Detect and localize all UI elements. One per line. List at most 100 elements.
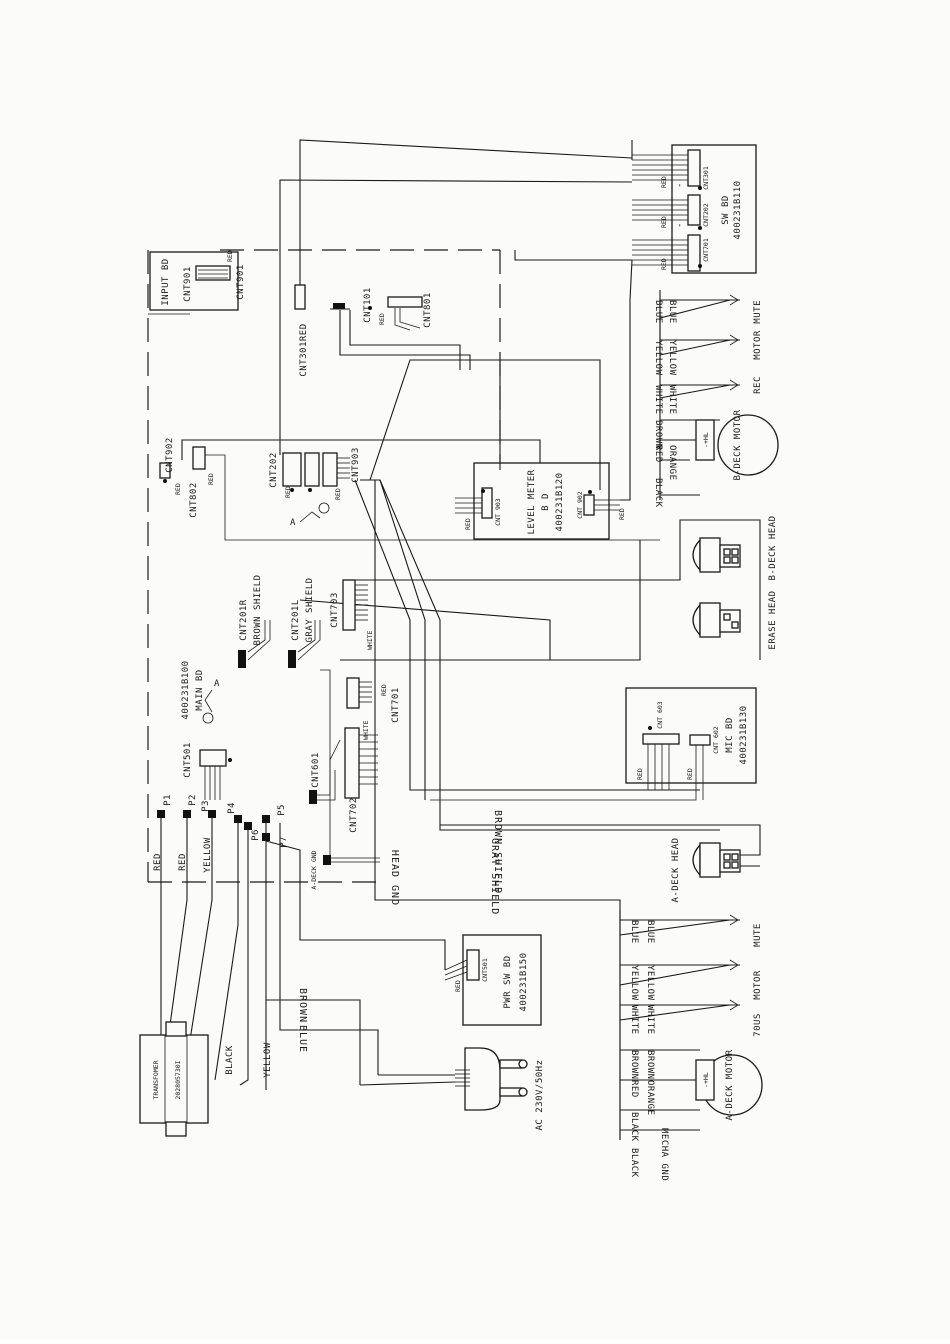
cnt801-label: CNT801: [423, 292, 433, 328]
pwr-cnt501: CNT501: [481, 958, 489, 982]
bdeck-black: BLACK: [653, 478, 663, 508]
tap-p4: P4: [227, 802, 237, 814]
b-deck-head-label: B-DECK HEAD: [768, 515, 778, 580]
sw-dash-2: -: [675, 222, 685, 228]
adeck-red: RED: [629, 1080, 639, 1098]
cnt701-red: RED: [380, 684, 388, 696]
marker-a-1: A: [290, 518, 296, 528]
a-deck-head-label: A-DECK HEAD: [671, 837, 681, 902]
sw-board-part: 400231B110: [733, 180, 743, 239]
bdeck-brown: BROWN: [653, 420, 663, 450]
middle-connectors: CNT902 RED CNT802 RED CNT202 RED RED CNT…: [159, 437, 660, 541]
tx-black: BLACK: [225, 1045, 235, 1075]
main-cnt901-label: CNT901: [236, 264, 246, 300]
input-board: INPUT BD CNT901 CNT901 RED: [149, 250, 246, 311]
bdeck-yellow-1: YELLOW: [653, 340, 663, 376]
adeck-black-2: BLACK: [629, 1148, 639, 1178]
adeck-orange: ORANGE: [645, 1080, 655, 1116]
head-gnd-label: HEAD GND: [389, 850, 400, 906]
erase-head: ERASE HEAD: [692, 590, 778, 650]
bdeck-mute-label: MUTE: [753, 300, 763, 324]
adeck-yellow-1: YELLOW: [629, 965, 639, 1001]
ac-power-label: AC 230V/50Hz: [535, 1059, 545, 1130]
cnt802-red: RED: [207, 473, 215, 485]
cnt101-label: CNT101: [363, 287, 373, 323]
brown-shield-run: BROWN SHIELD: [492, 810, 503, 894]
shield-runs: BROWN SHIELD GRAY SHIELD: [489, 810, 503, 915]
sw-red-1: RED: [660, 176, 668, 188]
bdeck-motor-label: MOTOR: [753, 330, 763, 360]
bdeck-rec-label: REC: [753, 376, 763, 394]
mic-cnt602: CNT 602: [712, 726, 720, 753]
cnt701-label: CNT701: [391, 687, 401, 723]
bdeck-blue-1: BLUE: [653, 300, 663, 324]
adeck-white-2: WHITE: [645, 1005, 655, 1035]
mic-red-2: RED: [686, 768, 694, 780]
bdeck-orange: ORANGE: [667, 445, 677, 481]
bdeck-red: RED: [653, 445, 663, 463]
cnt702-label: CNT702: [349, 797, 359, 833]
bdeck-hl: -+HL: [702, 432, 710, 448]
tap-p6: P6: [251, 829, 261, 841]
adeck-brown-1: BROWN: [629, 1050, 639, 1080]
tap-yellow: YELLOW: [203, 837, 213, 873]
transformer-part: 202805730I: [174, 1060, 182, 1099]
transformer: TRANSFOMER 202805730I BLACK YELLOW BROWN…: [139, 988, 308, 1137]
tx-brown: BROWN: [297, 988, 308, 1023]
cnt202-label: CNT202: [269, 452, 279, 488]
main-harness: [299, 259, 761, 1140]
mecha-gnd-label: MECHA GND: [659, 1128, 669, 1181]
pwr-red: RED: [454, 980, 462, 992]
mic-red-1: RED: [636, 768, 644, 780]
transformer-taps: P1 P2 P3 P4 P5 P6 P7 RED RED YELLOW: [153, 794, 446, 1090]
b-deck-wiring: BLUE BLUE YELLOW YELLOW WHITE WHITE BROW…: [653, 290, 779, 508]
pwr-sw-title: PWR SW BD: [503, 955, 513, 1008]
a-deck-gnd-label: A-DECK GND: [310, 850, 318, 889]
level-meter-bd: B D: [541, 493, 551, 511]
pwr-sw-part: 400231B150: [519, 952, 529, 1011]
cnt703-label: CNT703: [330, 592, 340, 628]
a-deck-ground: A-DECK GND HEAD GND: [310, 850, 400, 906]
cnt703-white: WHITE: [366, 630, 374, 650]
a-deck-head: A-DECK HEAD: [440, 824, 761, 903]
bdeck-white-1: WHITE: [653, 385, 663, 415]
mic-board: MIC BD 400231B130 CNT 603 CNT 602 RED RE…: [430, 687, 757, 801]
sw-cnt701: CNT701: [702, 238, 710, 262]
shield-connectors: CNT201R BROWN SHIELD CNT201L GRAY SHIELD…: [238, 574, 374, 668]
gray-shield-run: GRAY SHIELD: [489, 838, 500, 915]
bdeck-white-2: WHITE: [667, 385, 677, 415]
mic-board-title: MIC BD: [725, 717, 735, 753]
adeck-yellow-2: YELLOW: [645, 965, 655, 1001]
input-board-title: INPUT BD: [161, 258, 171, 305]
sw-cnt202: CNT202: [702, 203, 710, 227]
lm-cnt903: CNT 903: [494, 498, 502, 525]
cnt801-red: RED: [378, 313, 386, 325]
cnt201r-label: CNT201R: [239, 599, 249, 641]
sw-board: SW BD 400231B110 CNT301 CNT202 CNT701 RE…: [632, 144, 757, 274]
adeck-black-1: BLACK: [629, 1112, 639, 1142]
adeck-brown-2: BROWN: [645, 1050, 655, 1080]
mic-cnt603: CNT 603: [656, 701, 664, 728]
level-meter-part: 400231B120: [555, 472, 565, 531]
lower-connectors: RED CNT701 WHITE CNT702 CNT601: [309, 669, 401, 860]
cnt903-red: RED: [334, 488, 342, 500]
sw-cnt301: CNT301: [702, 166, 710, 190]
sw-red-2: RED: [660, 216, 668, 228]
tap-p7: P7: [279, 836, 289, 848]
tap-p1: P1: [163, 794, 173, 806]
adeck-motor-label: MOTOR: [753, 970, 763, 1000]
transformer-title: TRANSFOMER: [152, 1060, 160, 1099]
tap-p5: P5: [277, 804, 287, 816]
sw-board-title: SW BD: [721, 195, 731, 225]
top-connectors: CNT301RED CNT101 CNT801 RED: [294, 284, 471, 377]
adeck-motor-title: A-DECK MOTOR: [725, 1049, 735, 1120]
sw-red-3: RED: [660, 258, 668, 270]
cnt802-label: CNT802: [189, 482, 199, 518]
sw-board-cables: [279, 139, 633, 455]
tap-red-1: RED: [153, 853, 163, 871]
cnt601-label: CNT601: [311, 752, 321, 788]
adeck-hl: -+HL: [702, 1072, 710, 1088]
gray-shield-label: GRAY SHIELD: [305, 577, 315, 642]
adeck-70us-label: 70US: [753, 1013, 763, 1037]
